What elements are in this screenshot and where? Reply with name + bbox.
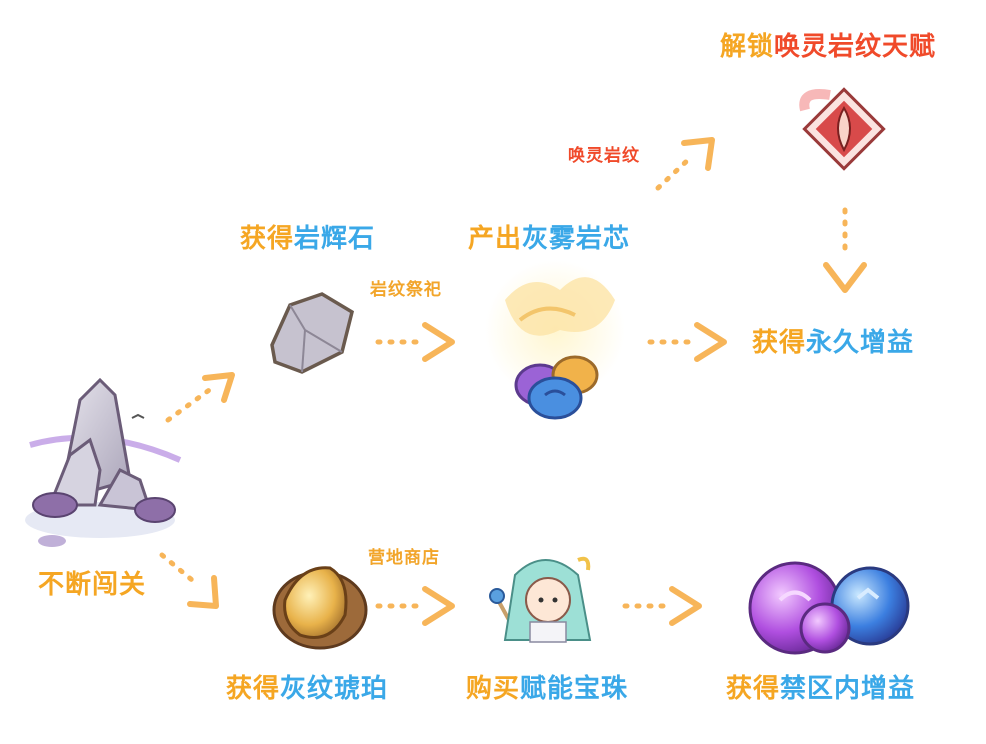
gray-mist-core-icon: [485, 260, 625, 420]
verb-text: 获得: [226, 674, 281, 704]
talent-name: 唤灵岩纹天赋: [774, 32, 937, 62]
arrow-core-to-buff: [647, 322, 727, 362]
verb-text: 获得: [726, 674, 781, 704]
verb-text: 获得: [240, 224, 295, 254]
zone-buff-label: 获得禁区内增益: [726, 676, 915, 702]
arrow-stone-to-core: [375, 322, 455, 362]
verb-text: 购买: [466, 674, 521, 704]
amber-icon: [272, 566, 368, 650]
buy-orb-label: 购买赋能宝珠: [466, 676, 628, 702]
shop-label: 营地商店: [368, 548, 440, 568]
unlock-prefix: 解锁: [720, 32, 775, 62]
item-text: 灰雾岩芯: [522, 224, 631, 254]
item-text: 赋能宝珠: [520, 674, 629, 704]
obtain-amber-label: 获得灰纹琥珀: [226, 676, 388, 702]
arrow-core-to-talent: [655, 137, 715, 191]
character-icon: [489, 556, 592, 643]
verb-text: 产出: [468, 224, 523, 254]
produce-core-label: 产出灰雾岩芯: [468, 226, 630, 252]
arrow-character-to-orbs: [622, 586, 702, 626]
start-label: 不断闯关: [38, 570, 147, 600]
item-text: 永久增益: [806, 328, 915, 358]
item-text: 岩辉石: [294, 224, 376, 254]
arrow-talent-to-buff: [823, 207, 867, 293]
rune-label: 唤灵岩纹: [568, 146, 640, 166]
ritual-label: 岩纹祭祀: [370, 280, 442, 300]
item-text: 禁区内增益: [780, 674, 916, 704]
unlock-talent-title: 解锁唤灵岩纹天赋: [720, 34, 936, 60]
talent-emblem-icon: [799, 87, 886, 171]
arrow-start-to-amber: [159, 552, 219, 609]
stone-icon: [270, 292, 355, 374]
arrow-amber-to-character: [375, 586, 455, 626]
rock-mountain-icon: [25, 377, 182, 547]
orbs-icon: [748, 561, 910, 655]
verb-text: 获得: [752, 328, 807, 358]
arrow-start-to-stone: [165, 372, 235, 423]
permanent-buff-label: 获得永久增益: [752, 330, 914, 356]
item-text: 灰纹琥珀: [280, 674, 389, 704]
obtain-stone-label: 获得岩辉石: [240, 226, 375, 252]
